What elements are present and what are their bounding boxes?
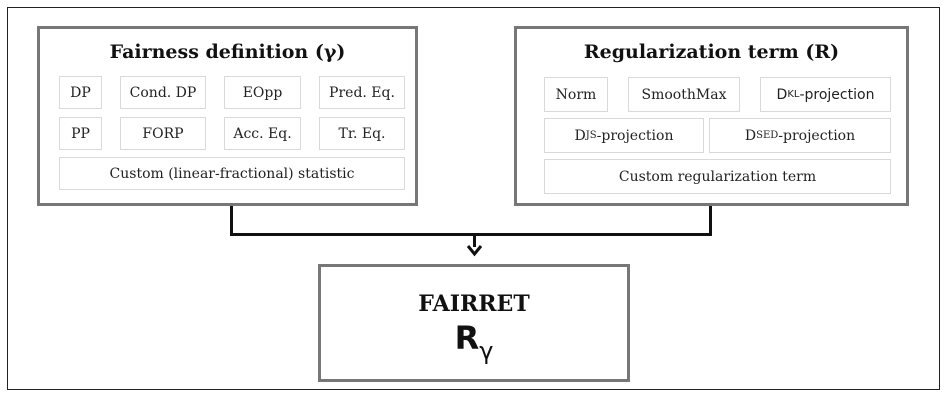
regularization-term-title: Regularization term (R) — [583, 41, 840, 63]
fairness-cell-forp: FORP — [120, 117, 206, 150]
kl-sub: KL — [787, 89, 800, 100]
fairret-symbol: Rγ — [321, 319, 627, 365]
fairness-cell-pred-eq: Pred. Eq. — [319, 76, 405, 109]
kl-suffix: -projection — [799, 86, 875, 103]
connector-left-vertical — [230, 206, 233, 236]
connector-center-vertical — [473, 233, 476, 247]
sed-base: D — [744, 127, 757, 144]
diagram-frame — [7, 7, 940, 390]
connector-right-vertical — [709, 206, 712, 236]
fairret-symbol-r: R — [454, 319, 480, 357]
fairness-cell-dp: DP — [59, 76, 102, 109]
fairness-definition-panel: Fairness definition (γ) DP Cond. DP EOpp… — [37, 26, 418, 206]
fairness-cell-tr-eq: Tr. Eq. — [319, 117, 405, 150]
sed-sub: SED — [756, 130, 779, 141]
fairret-output-box: FAIRRET Rγ — [318, 264, 630, 382]
fairness-cell-acc-eq: Acc. Eq. — [224, 117, 301, 150]
regularization-term-panel: Regularization term (R) Norm SmoothMax D… — [514, 26, 909, 206]
sed-suffix: -projection — [778, 127, 856, 144]
arrow-down-icon — [466, 245, 483, 257]
fairness-cell-cond-dp: Cond. DP — [120, 76, 206, 109]
fairness-cell-eopp: EOpp — [224, 76, 301, 109]
connector-horizontal — [230, 233, 712, 236]
fairness-cell-pp: PP — [59, 117, 102, 150]
js-sub: JS — [585, 130, 597, 141]
fairret-title: FAIRRET — [418, 291, 530, 317]
fairness-cell-custom: Custom (linear-fractional) statistic — [59, 157, 405, 190]
fairret-symbol-gamma: γ — [479, 337, 494, 365]
reg-cell-custom: Custom regularization term — [544, 159, 891, 194]
fairness-definition-title: Fairness definition (γ) — [109, 41, 346, 63]
kl-base: D — [776, 86, 788, 103]
js-suffix: -projection — [596, 127, 674, 144]
js-base: D — [574, 127, 586, 144]
reg-cell-norm: Norm — [544, 77, 608, 112]
reg-cell-smoothmax: SmoothMax — [628, 77, 740, 112]
